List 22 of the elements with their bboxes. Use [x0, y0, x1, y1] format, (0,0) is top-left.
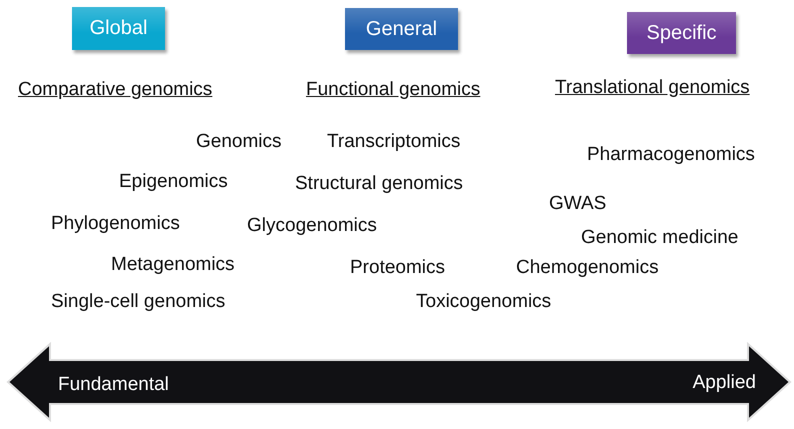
category-heading: Translational genomics	[555, 77, 750, 99]
field-label: Pharmacogenomics	[587, 144, 755, 166]
field-label: Genomic medicine	[581, 227, 738, 249]
field-label: Chemogenomics	[516, 257, 659, 279]
field-label: Transcriptomics	[327, 131, 460, 153]
category-heading: Comparative genomics	[18, 79, 212, 101]
field-label: GWAS	[549, 193, 606, 215]
field-label: Single-cell genomics	[51, 291, 226, 313]
field-label: Phylogenomics	[51, 213, 180, 235]
field-label: Metagenomics	[111, 254, 235, 276]
axis-label: Fundamental	[58, 374, 169, 396]
category-heading: Functional genomics	[306, 79, 480, 101]
category-box: Specific	[627, 12, 736, 54]
field-label: Toxicogenomics	[416, 291, 552, 313]
field-label: Proteomics	[350, 257, 446, 279]
field-label: Structural genomics	[295, 173, 463, 195]
category-box: Global	[72, 7, 165, 50]
field-label: Glycogenomics	[247, 215, 377, 237]
category-box: General	[345, 8, 458, 50]
field-label: Genomics	[196, 131, 282, 153]
field-label: Epigenomics	[119, 171, 228, 193]
axis-label: Applied	[692, 372, 756, 394]
